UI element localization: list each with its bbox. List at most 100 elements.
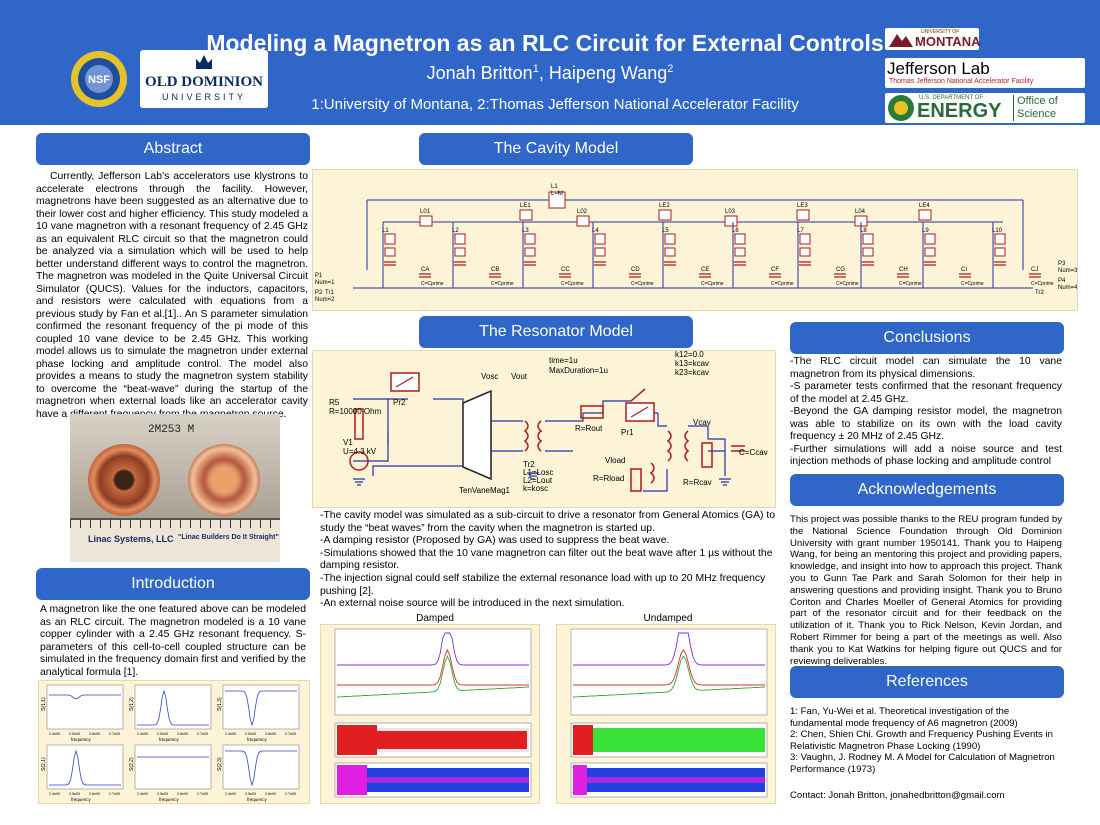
label-cell: L3 (522, 228, 529, 234)
freq-curve (573, 649, 765, 686)
s-plot-curve (225, 690, 297, 727)
label-shunt-cap-val: C=Cprime (491, 281, 514, 287)
s-plot-frame (46, 684, 124, 730)
time-plot-1-band (573, 728, 765, 752)
label-p3-num: Num=3 (1058, 268, 1077, 274)
label-lo: L02 (577, 209, 588, 215)
magnetron-block (462, 389, 492, 481)
undamped-title: Undamped (643, 613, 693, 624)
label-p2-num: Num=2 (315, 297, 335, 303)
crown-icon (194, 53, 214, 71)
inductor-le (918, 209, 932, 221)
wire (353, 398, 389, 462)
s-plot-xlabel: frequency (247, 737, 268, 742)
s-plot-tick: 2.6e09 (177, 792, 188, 796)
s-plot-tick: 2.4e09 (49, 732, 60, 736)
shunt-capacitor (897, 273, 909, 278)
label-cell: L10 (992, 228, 1003, 234)
s-plot-tick: 2.5e09 (157, 792, 168, 796)
resonator-text: -The cavity model was simulated as a sub… (320, 510, 776, 611)
s-plot-label: S(1,2) (129, 697, 135, 711)
shunt-capacitor (489, 273, 501, 278)
freq-plot-frame (570, 628, 768, 716)
poster-title: Modeling a Magnetron as an RLC Circuit f… (206, 30, 884, 56)
label-cell: L6 (732, 228, 739, 234)
s-plot-tick: 2.6e09 (177, 732, 188, 736)
label-p4-num: Num=4 (1058, 285, 1077, 291)
shunt-capacitor (629, 273, 641, 278)
cell-capacitor (594, 261, 606, 266)
undamped-plot-panel (556, 624, 776, 804)
label-rcav: R=Rcav (683, 478, 712, 487)
label-v1-val: U=4.3 kV (343, 447, 377, 456)
affiliations: 1:University of Montana, 2:Thomas Jeffer… (311, 96, 799, 113)
cell-capacitor (734, 261, 746, 266)
resonator-item: -The injection signal could self stabili… (320, 572, 766, 597)
freq-curve (573, 632, 765, 666)
photo-tag: 2M253 M (148, 424, 195, 436)
conclusion-item: -The RLC circuit model can simulate the … (790, 356, 1062, 380)
resonator-schematic: R5 R=10000 Ohm V1 U=4.3 kV Pr2 TenVaneMa… (329, 350, 768, 495)
time-plot-1-startup (573, 725, 593, 755)
cell-capacitor (799, 261, 811, 266)
label-p2: P2 (315, 290, 323, 296)
inductor-l1-top (548, 191, 566, 209)
resonator-schematic-panel: R5 R=10000 Ohm V1 U=4.3 kV Pr2 TenVaneMa… (312, 350, 776, 508)
label-shunt-cap-val: C=Cprime (836, 281, 859, 287)
conclusion-item: -S parameter tests confirmed that the re… (790, 381, 1062, 405)
capacitor-ccav (731, 445, 745, 452)
authors-line: Jonah Britton1, Haipeng Wang2 (340, 63, 760, 84)
conclusions-heading: Conclusions (790, 322, 1064, 354)
resonator-item: -Simulations showed that the 10 vane mag… (320, 547, 773, 572)
time-plot-1-tail (377, 731, 527, 749)
label-shunt-cap: CH (899, 267, 908, 273)
cell-inductor (862, 233, 874, 245)
label-cell: L5 (662, 228, 669, 234)
cell-capacitor (994, 261, 1006, 266)
label-l2: L2=Lout (523, 476, 553, 485)
label-p4: P4 (1058, 278, 1066, 284)
s-plot-tick: 2.6e09 (89, 792, 100, 796)
label-shunt-cap-val: C=Cprime (1031, 281, 1054, 287)
label-lo: L03 (725, 209, 736, 215)
introduction-text: A magnetron like the one featured above … (40, 604, 306, 678)
cell-capacitor (454, 261, 466, 266)
resistor-rcav (701, 442, 713, 468)
s-plot-label: S(2,3) (217, 757, 223, 771)
reference-item: 3: Vaughn, J. Rodney M. A Model for Calc… (790, 752, 1055, 775)
label-le: LE2 (659, 203, 670, 209)
label-shunt-cap-val: C=Cprime (561, 281, 584, 287)
s-plot-label: S(1,1) (41, 697, 47, 711)
s-plot-frame (134, 744, 212, 790)
cell-inductor (734, 233, 746, 245)
cell-inductor (799, 233, 811, 245)
label-time: time=1u (549, 356, 578, 365)
s-plot-xlabel: frequency (247, 797, 268, 802)
introduction-heading: Introduction (36, 568, 310, 600)
doe-logo: U.S. DEPARTMENT OF ENERGY Office of Scie… (885, 93, 1085, 123)
s-plot-label: S(2,2) (129, 757, 135, 771)
label-pr2: Pr2 (393, 398, 406, 407)
label-rout: R=Rout (575, 424, 603, 433)
label-shunt-cap-val: C=Cprime (899, 281, 922, 287)
label-pr1: Pr1 (621, 428, 634, 437)
time-plot-2-center (573, 777, 765, 783)
cell-capacitor (664, 261, 676, 266)
label-p1: P1 (315, 273, 323, 279)
label-tr2: Tr2 (1035, 290, 1044, 296)
abstract-text: Currently, Jefferson Lab’s accelerators … (36, 171, 308, 420)
label-shunt-cap: CC (561, 267, 570, 273)
label-k13: k13=kcav (675, 359, 709, 368)
label-cell: L1 (382, 228, 389, 234)
label-shunt-cap: CA (421, 267, 429, 273)
s-plot-xlabel: frequency (159, 737, 180, 742)
resonator-item: -The cavity model was simulated as a sub… (320, 510, 776, 534)
switch (630, 388, 646, 402)
nsf-logo: NSF (70, 50, 128, 108)
label-cell: L4 (592, 228, 599, 234)
author-2: , Haipeng Wang (538, 63, 668, 83)
label-shunt-cap: CB (491, 267, 499, 273)
label-shunt-cap-val: C=Cprime (701, 281, 724, 287)
inductor-le (658, 209, 672, 221)
